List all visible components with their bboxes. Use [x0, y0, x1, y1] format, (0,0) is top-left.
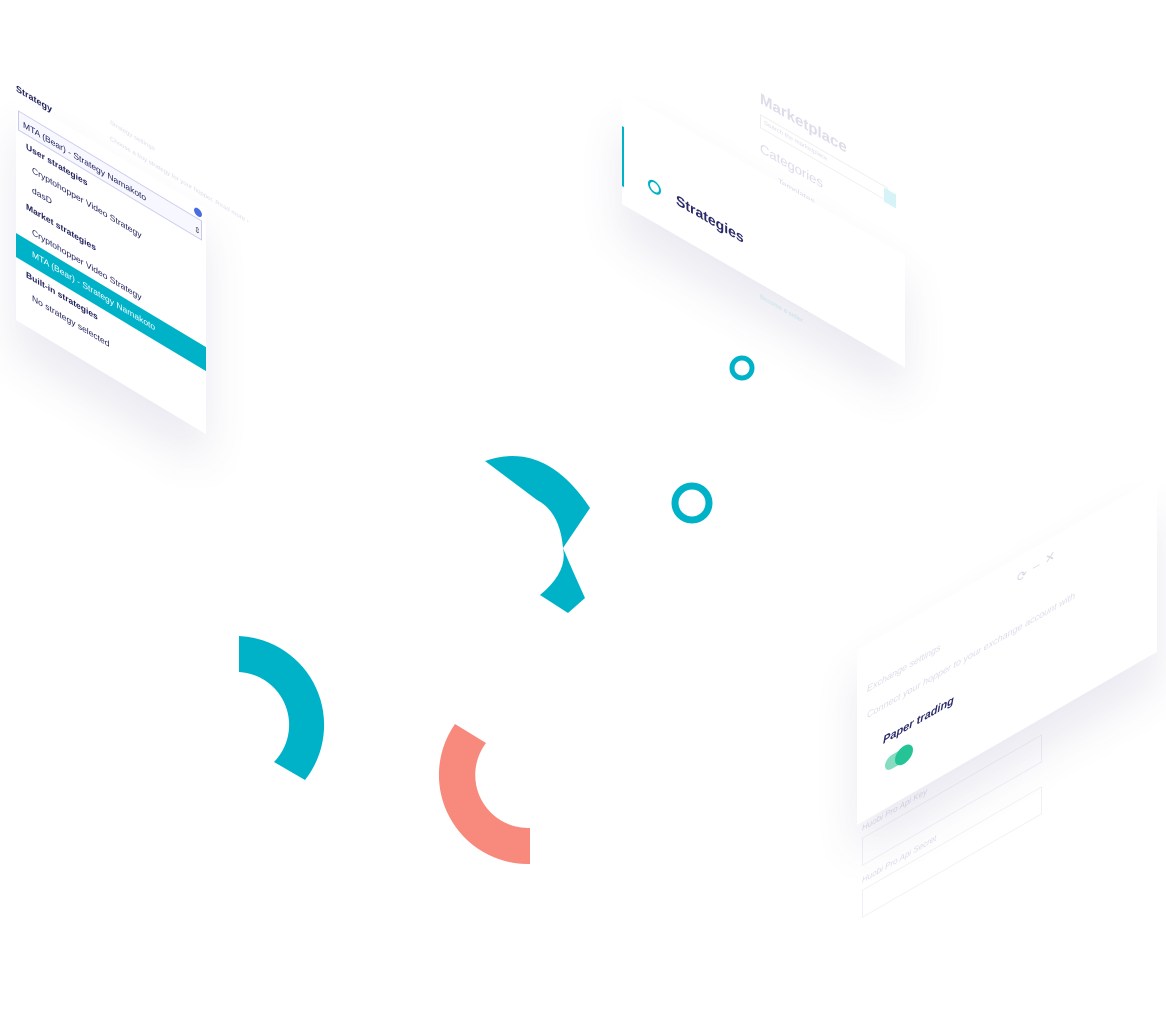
salmon-arc [438, 724, 530, 865]
paper-trading-toggle[interactable] [885, 740, 913, 773]
close-icon[interactable]: ✕ [1045, 547, 1056, 568]
nav-item-strategies[interactable]: Strategies [676, 191, 744, 247]
cyan-crescent [485, 456, 590, 613]
cyan-arc [239, 636, 325, 780]
medium-ring [671, 482, 713, 524]
exchange-title: Exchange settings [867, 641, 941, 695]
toggle-knob [895, 740, 913, 770]
small-ring [729, 355, 755, 381]
minimize-icon[interactable]: – [1033, 556, 1040, 575]
active-indicator [622, 126, 624, 188]
strategies-icon [648, 177, 661, 198]
refresh-icon[interactable]: ⟳ [1017, 565, 1028, 586]
option[interactable]: dasD [32, 184, 52, 207]
